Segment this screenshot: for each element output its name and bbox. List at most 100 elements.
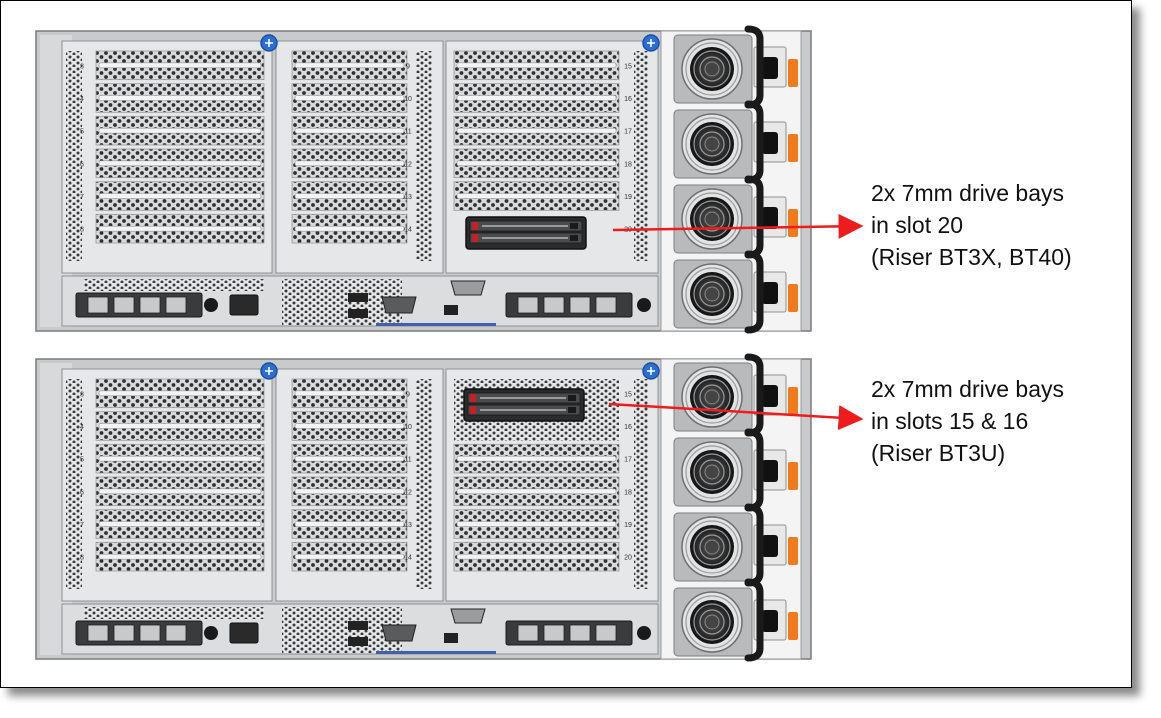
thumbscrew-cross [265, 39, 273, 47]
fan-guard-ring [685, 520, 739, 574]
slot-bracket-rail [98, 225, 262, 232]
drive-handle-bar [482, 237, 568, 239]
slot-number-label: 10 [404, 96, 412, 103]
usb-port-icon [348, 621, 368, 630]
slot-number-label: 11 [404, 129, 411, 136]
serial-port-icon [450, 280, 486, 296]
fan-guard-ring [685, 370, 739, 424]
slot-number-label: 14 [404, 555, 412, 562]
fan-hub [704, 211, 720, 227]
slot-bracket-rail [294, 193, 405, 199]
slot-number-label: 13 [404, 522, 412, 529]
power-socket-icon [762, 385, 778, 407]
slot-number-label: 13 [404, 194, 412, 201]
drive-latch [568, 407, 576, 413]
fan-guard-ring [699, 281, 725, 307]
screw-icon [637, 298, 651, 312]
rj45-port-icon [165, 624, 187, 642]
slot-bracket-rail [98, 95, 262, 101]
slot-bracket-rail [294, 95, 405, 101]
right-riser-slot: 19 [453, 509, 632, 539]
middle-riser-slot: 14 [291, 541, 412, 572]
slot-number-label: 9 [406, 391, 410, 398]
callout-slot-20: 2x 7mm drive bays in slot 20 (Riser BT3X… [871, 177, 1072, 273]
left-riser-slot: 7 [80, 181, 265, 211]
rj45-port-icon [595, 296, 617, 314]
drive-latch [570, 235, 578, 241]
callout-arrow-slot-20 [612, 213, 864, 239]
middle-riser-slot: 10 [291, 83, 412, 113]
rj45-port-icon [139, 296, 161, 314]
power-socket-icon [762, 535, 778, 557]
slot-number-label: 19 [624, 194, 632, 201]
power-socket-icon [762, 132, 778, 154]
slot-number-label: 16 [624, 96, 632, 103]
slot-number-label: 6 [80, 161, 84, 168]
slot-bracket-rail [294, 488, 405, 495]
fan-guard-ring [693, 378, 731, 416]
psu-release-latch [788, 59, 798, 87]
screw-icon [204, 298, 218, 312]
slot-number-label: 17 [624, 457, 632, 464]
thumbscrew-cross [265, 367, 273, 375]
middle-riser-slot: 10 [291, 411, 412, 441]
vent-strip [634, 379, 648, 589]
slot-bracket-rail [456, 95, 617, 101]
serial-port-icon [450, 608, 486, 624]
middle-riser-slot: 11 [291, 443, 412, 474]
server-rear-diagram: 3456789101112131415161718192034567891011… [35, 25, 864, 662]
middle-riser-slot: 12 [291, 148, 412, 179]
left-riser-slot: 4 [80, 83, 265, 113]
psu-release-latch [788, 612, 798, 640]
psu-handle [744, 578, 764, 662]
drive-handle-bar [482, 225, 568, 227]
middle-riser-slot: 14 [291, 213, 412, 244]
callout-line: 2x 7mm drive bays [871, 180, 1065, 206]
rj45-port-icon [543, 624, 565, 642]
slot-number-label: 18 [624, 489, 632, 496]
callout-line: (Riser BT3U) [871, 440, 1006, 466]
left-riser-slot: 4 [80, 411, 265, 441]
thumbscrew-cross [647, 39, 655, 47]
left-riser-slot: 6 [80, 148, 265, 179]
fan-guard-ring [699, 206, 725, 232]
right-riser-slot: 20 [453, 541, 632, 572]
slot-bracket-rail [294, 225, 405, 232]
slot-number-label: 10 [404, 424, 412, 431]
slot-number-label: 12 [404, 489, 412, 496]
drive-handle-bar [480, 409, 566, 411]
callout-line: in slot 20 [871, 212, 964, 238]
slot-bracket-rail [98, 390, 262, 397]
power-socket-icon [762, 282, 778, 304]
slot-number-label: 3 [80, 391, 84, 398]
power-socket-icon [762, 460, 778, 482]
callout-line: (Riser BT3X, BT40) [871, 244, 1072, 270]
slot-bracket-rail [98, 488, 262, 495]
power-socket-icon [762, 57, 778, 79]
slot-number-label: 14 [404, 227, 412, 234]
slot-number-label: 8 [80, 555, 84, 562]
psu-release-latch [788, 284, 798, 312]
network-adapter [505, 620, 633, 646]
fan-hub [704, 61, 720, 77]
slot-bracket-rail [294, 390, 405, 397]
psu-release-latch [788, 537, 798, 565]
slot-number-label: 7 [80, 194, 84, 201]
callout-slots-15-16: 2x 7mm drive bays in slots 15 & 16 (Rise… [871, 373, 1064, 469]
callout-line: 2x 7mm drive bays [871, 376, 1065, 402]
io-vent [84, 279, 264, 291]
fan-guard-ring [699, 609, 725, 635]
network-adapter [75, 292, 203, 318]
rj45-port-icon [165, 296, 187, 314]
drive-latch [568, 395, 576, 401]
left-riser-slot: 3 [80, 50, 265, 81]
middle-riser-slot: 9 [291, 378, 410, 409]
id-strip [376, 323, 496, 326]
fan-guard-ring [699, 56, 725, 82]
management-port-icon [229, 622, 259, 644]
slot-number-label: 19 [624, 522, 632, 529]
slot-bracket-rail [294, 423, 405, 429]
slot-number-label: 5 [80, 457, 84, 464]
slot-bracket-rail [456, 455, 617, 462]
